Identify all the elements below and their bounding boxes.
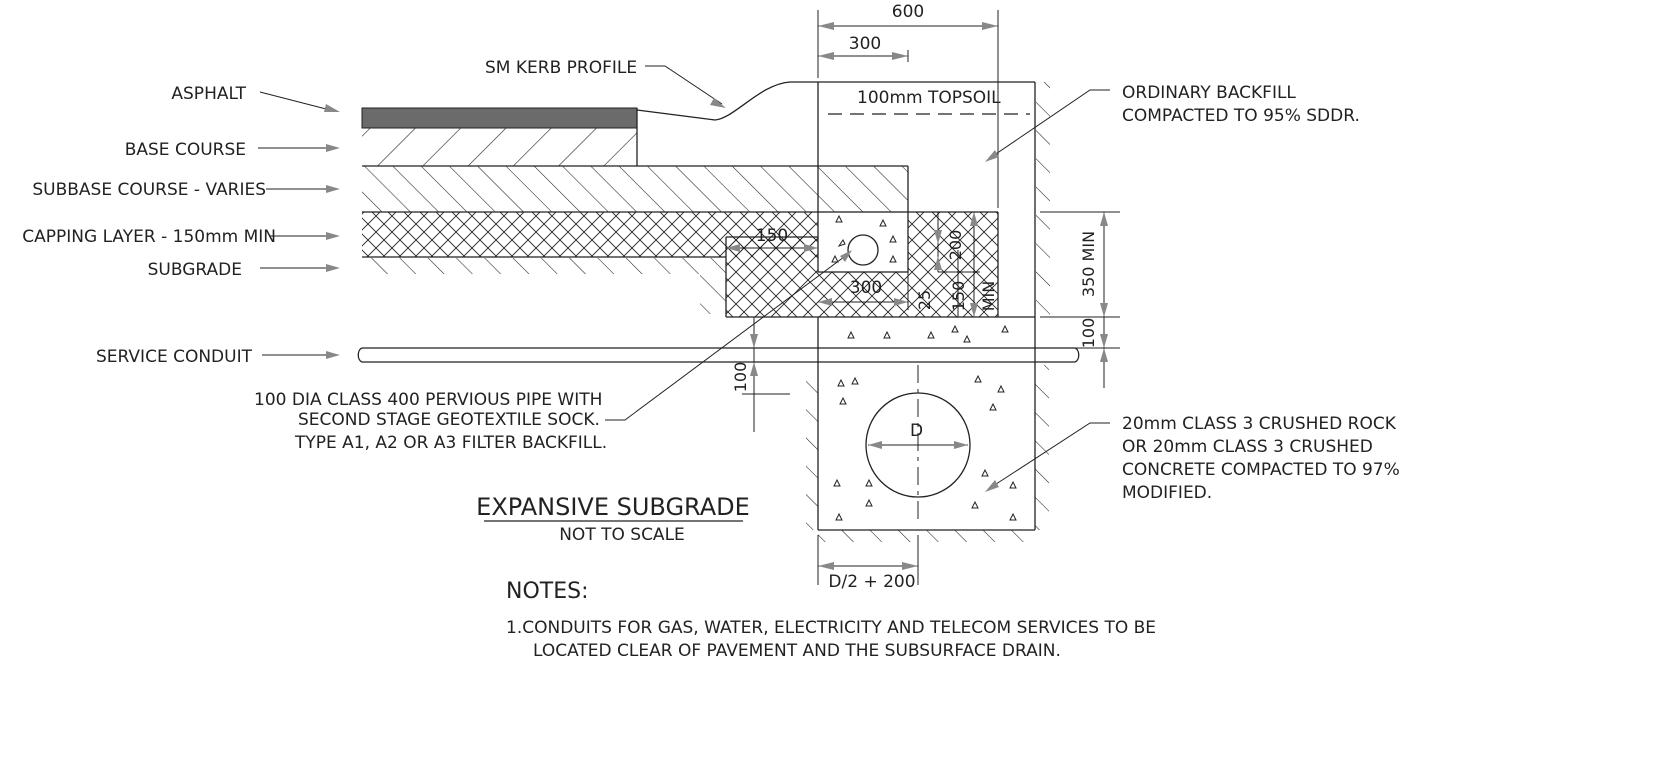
subgrade-layer: [362, 258, 726, 274]
label-subbase-course: SUBBASE COURSE - VARIES: [32, 180, 266, 200]
pervious-pipe: [847, 234, 879, 266]
layer-labels: ASPHALT BASE COURSE SUBBASE COURSE - VAR…: [22, 84, 276, 367]
earth-right-upper: [1036, 82, 1050, 317]
drawing-title-block: EXPANSIVE SUBGRADE NOT TO SCALE: [476, 493, 750, 545]
label-backfill-1: ORDINARY BACKFILL: [1122, 83, 1296, 103]
dim-300-top: 300: [849, 34, 881, 54]
label-capping-layer: CAPPING LAYER - 150mm MIN: [22, 227, 276, 247]
label-pipe-2: SECOND STAGE GEOTEXTILE SOCK.: [298, 410, 600, 430]
label-pipe-1: 100 DIA CLASS 400 PERVIOUS PIPE WITH: [254, 390, 602, 410]
label-rock-4: MODIFIED.: [1122, 483, 1212, 503]
kerb-profile: [636, 81, 818, 121]
dim-150-min-a: 150: [949, 281, 968, 312]
pavement-layers: [361, 107, 909, 274]
label-rock-1: 20mm CLASS 3 CRUSHED ROCK: [1122, 414, 1397, 434]
dim-d-half: D/2 + 200: [828, 572, 915, 592]
dim-25: 25: [915, 290, 934, 310]
notes-line-1: 1.CONDUITS FOR GAS, WATER, ELECTRICITY A…: [506, 618, 1156, 638]
notes-heading: NOTES:: [506, 579, 589, 604]
label-subgrade: SUBGRADE: [148, 260, 242, 280]
label-rock-3: CONCRETE COMPACTED TO 97%: [1122, 460, 1400, 480]
drawing-subtitle: NOT TO SCALE: [559, 525, 685, 545]
label-pipe-3: TYPE A1, A2 OR A3 FILTER BACKFILL.: [294, 433, 607, 453]
service-conduit: [357, 347, 1080, 363]
earth-left-lower: [700, 274, 726, 314]
dim-200: 200: [946, 230, 965, 261]
asphalt-layer: [361, 107, 638, 129]
drawing-title: EXPANSIVE SUBGRADE: [476, 493, 750, 521]
label-diameter: D: [910, 421, 923, 441]
notes-block: NOTES: 1.CONDUITS FOR GAS, WATER, ELECTR…: [506, 579, 1156, 661]
dim-100-left: 100: [731, 362, 750, 393]
base-course-layer: [362, 128, 637, 166]
label-base-course: BASE COURSE: [125, 140, 246, 160]
label-topsoil: 100mm TOPSOIL: [857, 88, 1001, 108]
callout-labels: SM KERB PROFILE 100mm TOPSOIL ORDINARY B…: [254, 58, 1400, 503]
label-rock-2: OR 20mm CLASS 3 CRUSHED: [1122, 437, 1373, 457]
dim-100-right: 100: [1079, 318, 1098, 349]
subbase-course-layer: [362, 166, 908, 212]
label-kerb-profile: SM KERB PROFILE: [485, 58, 637, 78]
label-service-conduit: SERVICE CONDUIT: [96, 347, 253, 367]
label-asphalt: ASPHALT: [171, 84, 246, 104]
dim-350-min: 350 MIN: [1079, 231, 1098, 297]
dim-600: 600: [892, 2, 924, 22]
notes-line-2: LOCATED CLEAR OF PAVEMENT AND THE SUBSUR…: [533, 641, 1061, 661]
dim-300-mid: 300: [850, 278, 882, 298]
aggregate-symbols: [831, 214, 897, 263]
dim-150-min-b: MIN: [979, 281, 998, 312]
label-backfill-2: COMPACTED TO 95% SDDR.: [1122, 106, 1360, 126]
leader-lines: [258, 65, 1110, 492]
dimensions: [726, 10, 1120, 585]
dim-150: 150: [756, 226, 788, 246]
dimension-labels: 600 300 150 300 200 25 150 MIN 350 MIN 1…: [731, 2, 1098, 592]
